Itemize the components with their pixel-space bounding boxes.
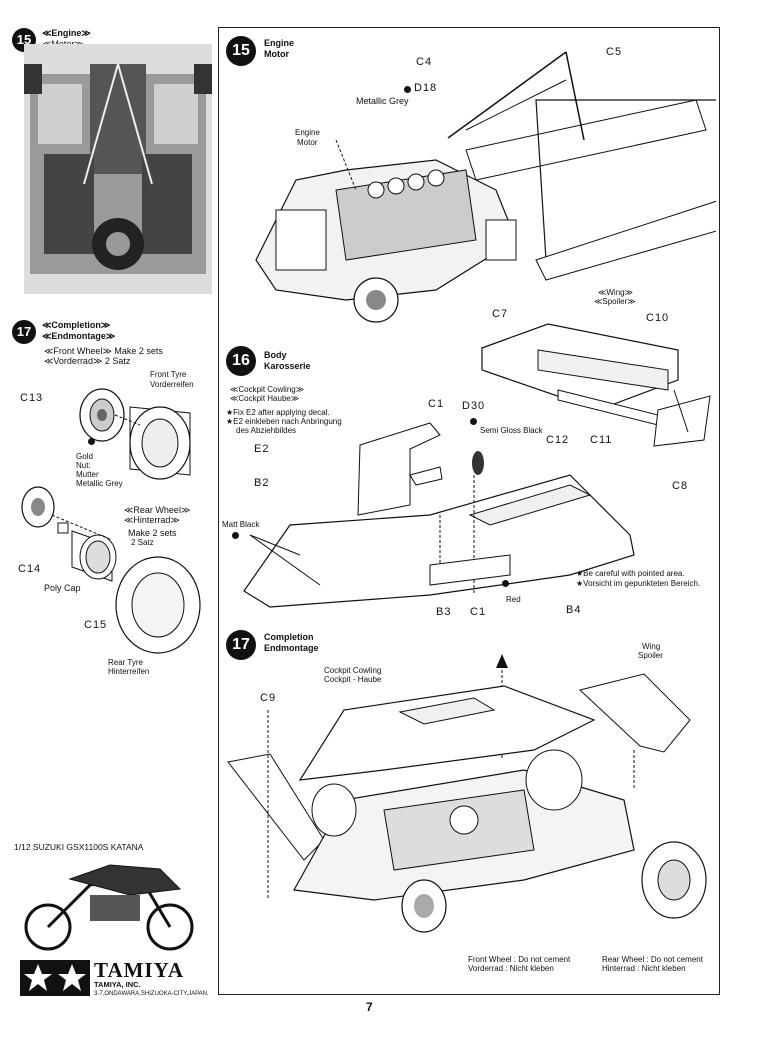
step-17-right-de: Endmontage bbox=[264, 643, 319, 653]
part-d30: D30 bbox=[462, 400, 486, 412]
spoiler-label-17: Spoiler bbox=[638, 651, 663, 660]
brand-name: TAMIYA bbox=[94, 958, 185, 982]
part-c5: C5 bbox=[606, 46, 623, 58]
semi-gloss-label: Semi Gloss Black bbox=[480, 426, 543, 435]
gold-nut-label-de2: Metallic Grey bbox=[76, 479, 123, 488]
part-c12: C12 bbox=[546, 434, 570, 446]
step-15-number-right: 15 bbox=[226, 36, 256, 66]
fix-note-3: des Abziehbildes bbox=[236, 426, 297, 435]
cockpit-cowling-label: Cockpit Cowling bbox=[324, 666, 382, 675]
step-16-title-en: Body bbox=[264, 350, 287, 360]
matt-black-dot bbox=[232, 532, 239, 539]
rear-tyre-label: Rear Tyre bbox=[108, 658, 143, 667]
careful-note-de: ★Vorsicht im gepunkteten Bereich. bbox=[576, 579, 701, 588]
step-17-title-de: ≪Endmontage≫ bbox=[42, 331, 116, 341]
careful-note: ★Be careful with pointed area. bbox=[576, 569, 685, 578]
cowling-label: ≪Cockpit Cowling≫ bbox=[230, 385, 305, 394]
katana-label: 1/12 SUZUKI GSX1100S KATANA bbox=[14, 842, 144, 852]
part-c1-bottom: C1 bbox=[470, 606, 487, 618]
rear-wheel-note: Rear Wheel : Do not cement bbox=[602, 955, 703, 964]
cowling-label-de: ≪Cockpit Haube≫ bbox=[230, 394, 300, 403]
page-number: 7 bbox=[366, 1000, 373, 1014]
step-16-title: Body Karosserie bbox=[264, 350, 311, 372]
gold-nut-label: Gold bbox=[76, 452, 93, 461]
step-17-number-right: 17 bbox=[226, 630, 256, 660]
step-15-right-de: Motor bbox=[264, 49, 289, 59]
part-c13-left: C13 bbox=[20, 392, 44, 404]
front-wheel-label-de: ≪Vorderrad≫ 2 Satz bbox=[44, 356, 131, 366]
rear-wheel-label-de: ≪Hinterrad≫ bbox=[124, 515, 180, 525]
front-tyre-label-de: Vorderreifen bbox=[150, 380, 194, 389]
rear-wheel-label: ≪Rear Wheel≫ bbox=[124, 505, 191, 515]
wing-drawing bbox=[478, 320, 718, 470]
step-17-number: 17 bbox=[12, 320, 36, 344]
rear-wheel-make: Make 2 sets bbox=[128, 528, 177, 538]
engine-photo bbox=[24, 44, 212, 294]
gold-nut-label2: Nut: bbox=[76, 461, 91, 470]
step-17-title: ≪Completion≫ ≪Endmontage≫ bbox=[42, 320, 115, 342]
part-c10: C10 bbox=[646, 312, 670, 324]
rear-tyre-label-de: Hinterreifen bbox=[108, 667, 150, 676]
gold-nut-label-de: Mutter bbox=[76, 470, 99, 479]
step-16-title-de: Karosserie bbox=[264, 361, 311, 371]
red-dot bbox=[502, 580, 509, 587]
rear-wheel-drawing bbox=[12, 485, 207, 655]
part-c9: C9 bbox=[260, 692, 277, 704]
engine-label: Engine bbox=[295, 128, 320, 137]
engine-assembly-drawing bbox=[236, 40, 716, 330]
tamiya-star-logo bbox=[20, 960, 90, 996]
part-d18: D18 bbox=[414, 82, 438, 94]
poly-cap-label: Poly Cap bbox=[44, 583, 81, 593]
part-c1-top: C1 bbox=[428, 398, 445, 410]
front-wheel-note-de: Vorderrad : Nicht kleben bbox=[468, 964, 554, 973]
body-drawing bbox=[230, 415, 650, 615]
company-name: TAMIYA, INC. bbox=[94, 980, 141, 989]
cockpit-haube-label: Cockpit - Haube bbox=[324, 675, 382, 684]
fix-note-2: ★E2 einkleben nach Anbringung bbox=[226, 417, 342, 426]
part-c11: C11 bbox=[590, 434, 613, 446]
part-b3: B3 bbox=[436, 606, 452, 618]
step-15-right-en: Engine bbox=[264, 38, 295, 48]
front-wheel-note: Front Wheel : Do not cement bbox=[468, 955, 571, 964]
rear-wheel-note-de: Hinterrad : Nicht kleben bbox=[602, 964, 686, 973]
part-b4: B4 bbox=[566, 604, 582, 616]
instruction-panel bbox=[218, 27, 720, 995]
d18-dot bbox=[404, 86, 411, 93]
wing-label: ≪Wing≫ bbox=[598, 288, 633, 297]
part-c14: C14 bbox=[18, 563, 42, 575]
motor-label: Motor bbox=[297, 138, 318, 147]
matt-black-label: Matt Black bbox=[222, 520, 260, 529]
step-16-number: 16 bbox=[226, 346, 256, 376]
red-label: Red bbox=[506, 595, 521, 604]
step-17-right-en: Completion bbox=[264, 632, 314, 642]
semi-gloss-dot bbox=[470, 418, 477, 425]
metallic-grey-label: Metallic Grey bbox=[356, 96, 409, 106]
front-wheel-label: ≪Front Wheel≫ Make 2 sets bbox=[44, 346, 163, 356]
front-tyre-label: Front Tyre bbox=[150, 370, 187, 379]
rear-wheel-satz: 2 Satz bbox=[131, 538, 154, 547]
part-b2: B2 bbox=[254, 477, 270, 489]
spoiler-label: ≪Spoiler≫ bbox=[594, 297, 636, 306]
part-c8: C8 bbox=[672, 480, 689, 492]
step-17-title-right: Completion Endmontage bbox=[264, 632, 319, 654]
step-15-title-right: Engine Motor bbox=[264, 38, 294, 60]
step-15-title-en: ≪Engine≫ bbox=[42, 28, 91, 38]
part-c15: C15 bbox=[84, 619, 108, 631]
company-address: 3-7,ONDAWARA,SHIZUOKA-CITY,JAPAN. bbox=[94, 991, 209, 997]
front-wheel-drawing bbox=[70, 385, 210, 485]
part-c7: C7 bbox=[492, 308, 509, 320]
part-c4: C4 bbox=[416, 56, 433, 68]
part-e2: E2 bbox=[254, 443, 270, 455]
engine-photo-art bbox=[24, 44, 212, 294]
wing-label-17: Wing bbox=[642, 642, 661, 651]
completion-drawing bbox=[224, 654, 714, 940]
gold-nut-dot bbox=[88, 438, 95, 445]
fix-note-1: ★Fix E2 after applying decal. bbox=[226, 408, 330, 417]
motorcycle-drawing bbox=[20, 855, 200, 955]
step-17-title-en: ≪Completion≫ bbox=[42, 320, 111, 330]
